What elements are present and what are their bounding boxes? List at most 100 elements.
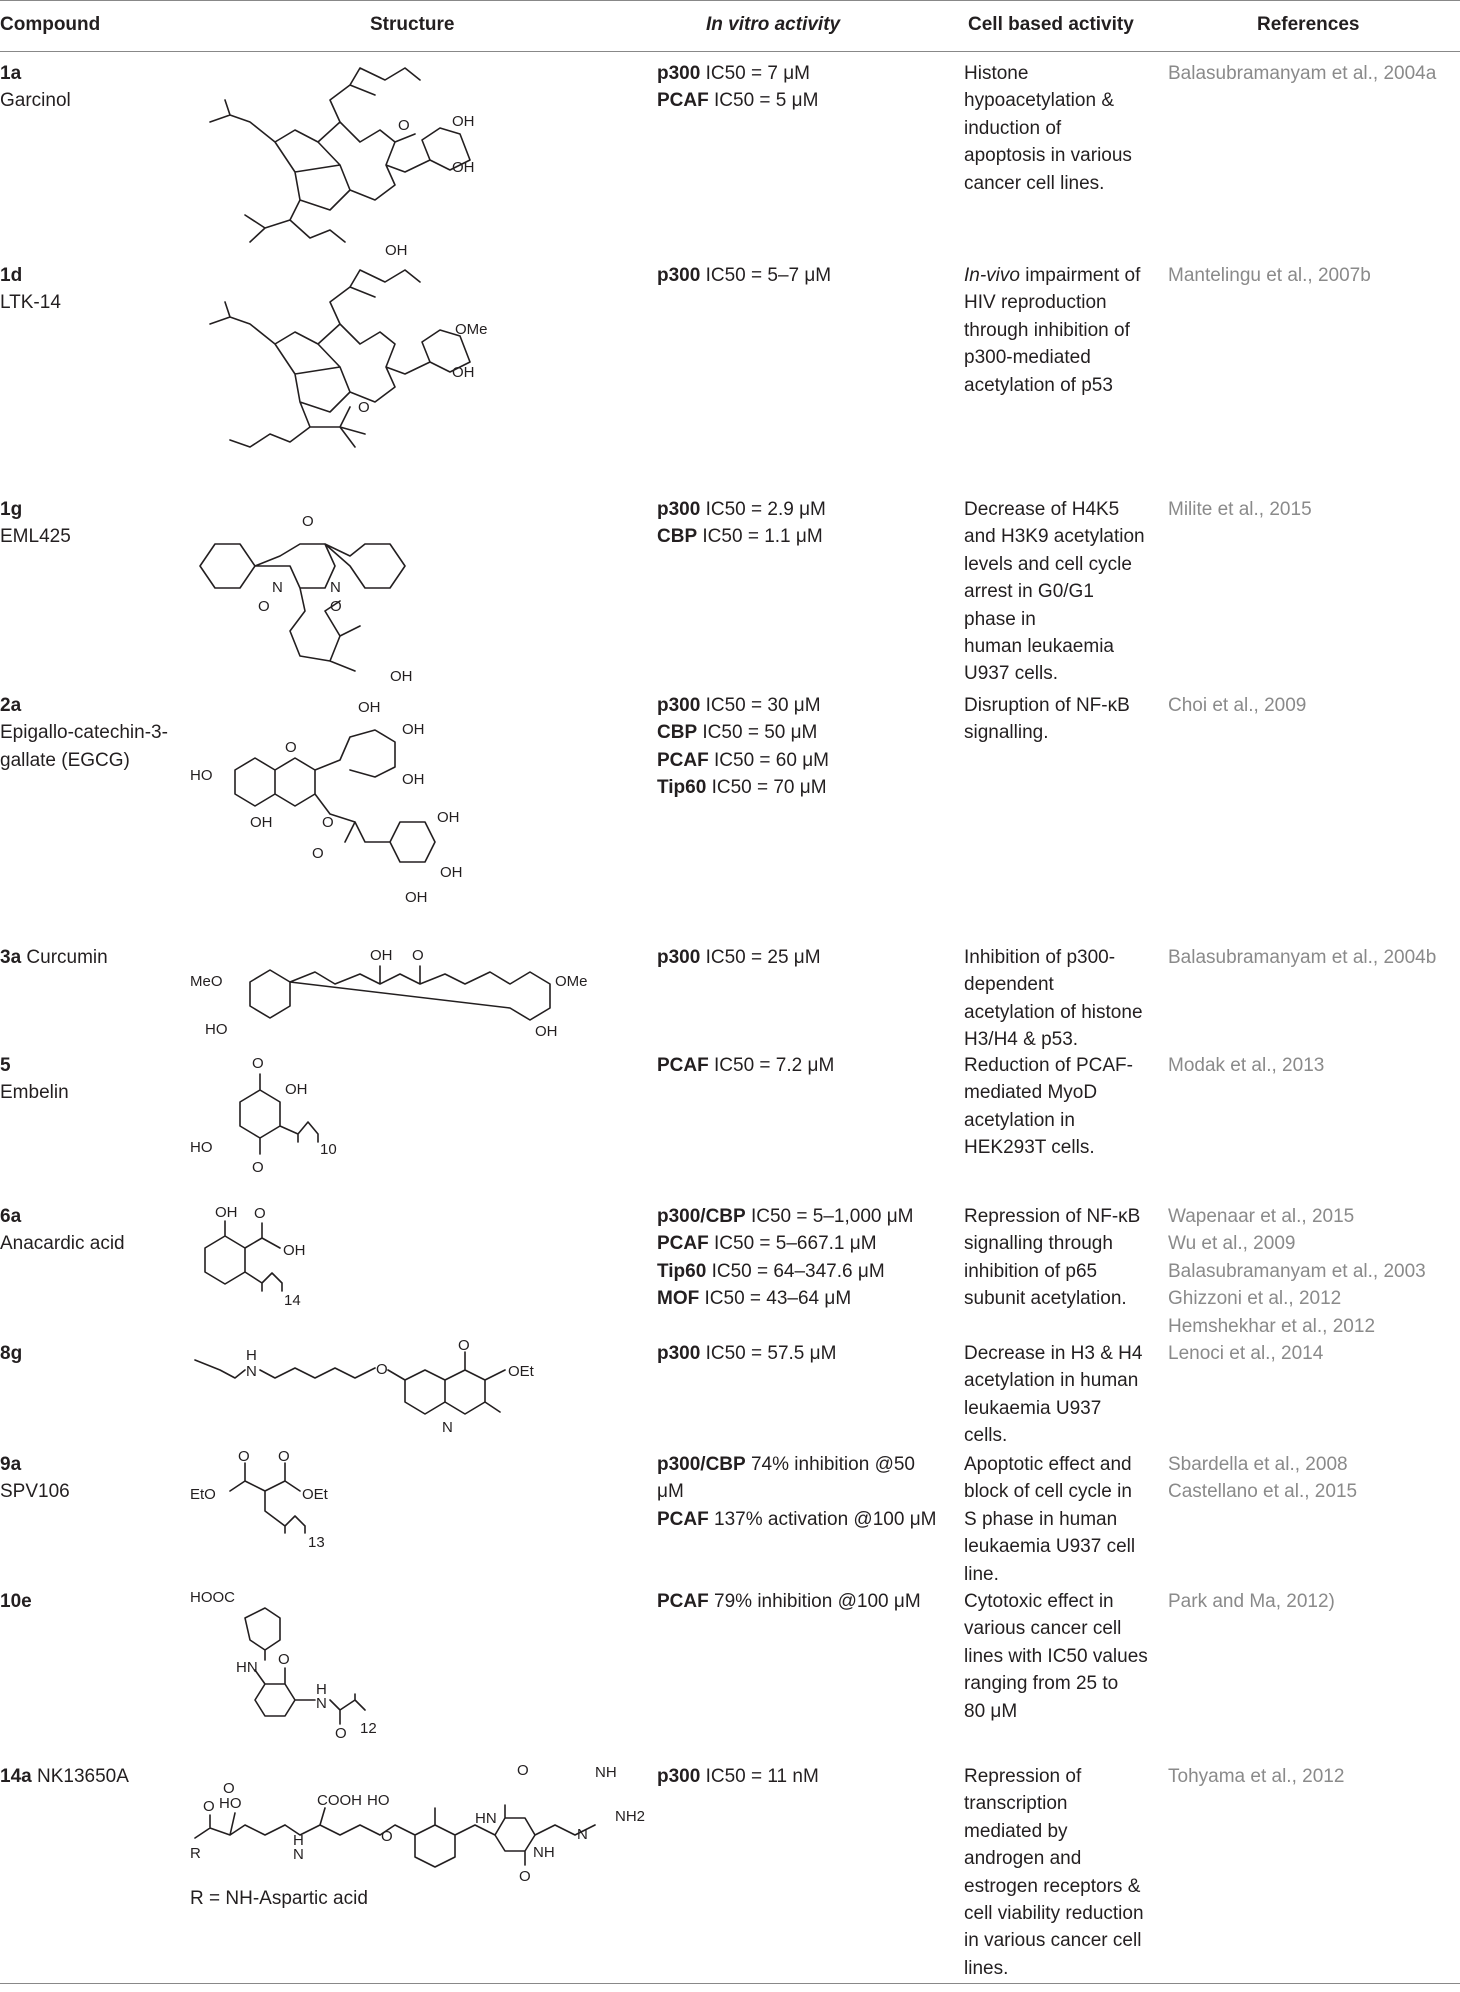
svg-text:COOH: COOH — [317, 1792, 362, 1809]
svg-text:O: O — [278, 1651, 290, 1668]
table-row: 1a Garcinol OH OH O OH p300 IC50 = 7 μM … — [0, 60, 1460, 259]
compound-cell: 5 Embelin — [0, 1055, 69, 1104]
svg-text:O: O — [252, 1159, 264, 1176]
svg-text:HN: HN — [475, 1810, 497, 1827]
reference-link[interactable]: Castellano et al., 2015 — [1168, 1481, 1358, 1503]
svg-text:H: H — [316, 1681, 327, 1698]
reference-link[interactable]: Balasubramanyam et al., 2004a — [1168, 63, 1437, 84]
reference-link[interactable]: Milite et al., 2015 — [1168, 499, 1312, 520]
reference-link[interactable]: Sbardella et al., 2008 — [1168, 1454, 1348, 1475]
reference-link[interactable]: Wapenaar et al., 2015 — [1168, 1206, 1355, 1227]
nk13650a-structure: R O HO O H N COOH HO O HN O NH O NH N NH… — [190, 1762, 645, 1885]
table-row: 2a Epigallo-catechin-3- gallate (EGCG) H… — [0, 692, 1460, 937]
svg-text:NH2: NH2 — [615, 1808, 645, 1825]
svg-text:O: O — [335, 1725, 347, 1742]
reference-link[interactable]: Hemshekhar et al., 2012 — [1168, 1315, 1376, 1337]
in-vitro-cell: p300 IC50 = 25 μM — [657, 947, 821, 968]
compound-cell: 1a Garcinol — [0, 60, 170, 115]
svg-text:O: O — [517, 1762, 529, 1779]
in-vitro-cell: p300 IC50 = 5–7 μM — [657, 265, 832, 286]
anacardic-acid-structure: OH O OH 14 — [204, 1204, 306, 1309]
label-oh: OH — [452, 113, 475, 130]
table-row: 5 Embelin O OH HO O 10 PCAF IC50 = 7.2 μ… — [0, 1052, 1460, 1202]
reference-cell: Choi et al., 2009 — [1168, 692, 1460, 719]
compound-cell: 9a SPV106 — [0, 1454, 70, 1503]
compound-id: 1a — [0, 63, 22, 84]
svg-text:13: 13 — [308, 1534, 325, 1551]
svg-text:EtO: EtO — [190, 1486, 216, 1503]
reference-cell: Mantelingu et al., 2007b — [1168, 262, 1460, 289]
svg-text:10: 10 — [320, 1141, 337, 1158]
garcinol-structure: OH OH O OH — [209, 67, 475, 259]
svg-text:12: 12 — [360, 1720, 377, 1737]
svg-text:OH: OH — [390, 668, 413, 685]
in-vitro-cell: PCAF IC50 = 7.2 μM — [657, 1055, 835, 1076]
reference-cell: Balasubramanyam et al., 2004a — [1168, 60, 1460, 87]
svg-text:OH: OH — [402, 721, 425, 738]
compound-cell: 3a Curcumin — [0, 947, 108, 968]
reference-cell: Tohyama et al., 2012 — [1168, 1763, 1460, 1790]
svg-text:OH: OH — [285, 1081, 308, 1098]
label-oh: OH — [385, 242, 408, 259]
activity-line: p300 IC50 = 7 μM — [657, 63, 811, 84]
svg-text:N: N — [316, 1695, 327, 1712]
reference-link[interactable]: Balasubramanyam et al., 2004b — [1168, 947, 1437, 968]
in-vitro-cell: p300 IC50 = 7 μM PCAF IC50 = 5 μM — [657, 60, 957, 115]
reference-link[interactable]: Mantelingu et al., 2007b — [1168, 265, 1371, 286]
svg-text:NH: NH — [595, 1764, 617, 1781]
reference-link[interactable]: Tohyama et al., 2012 — [1168, 1766, 1345, 1787]
svg-text:HO: HO — [190, 1139, 213, 1156]
svg-text:O: O — [258, 598, 270, 615]
embelin-structure: O OH HO O 10 — [190, 1055, 337, 1176]
table-header: Compound Structure In vitro activity Cel… — [0, 0, 1460, 52]
reference-link[interactable]: Modak et al., 2013 — [1168, 1055, 1325, 1076]
svg-text:OH: OH — [358, 699, 381, 716]
label-oh: OH — [452, 159, 475, 176]
svg-text:OH: OH — [370, 947, 393, 964]
svg-text:MeO: MeO — [190, 973, 223, 990]
svg-text:OH: OH — [452, 364, 475, 381]
table-row: 9a SPV106 O O EtO OEt 13 p300/CBP 74% in… — [0, 1448, 1460, 1591]
in-vitro-cell: p300 IC50 = 2.9 μM CBP IC50 = 1.1 μM — [657, 499, 826, 548]
table-row: 14a NK13650A R O HO O H N COOH HO O HN O… — [0, 1762, 1460, 1984]
in-vitro-cell: p300 IC50 = 30 μM CBP IC50 = 50 μM PCAF … — [657, 695, 829, 799]
svg-text:OMe: OMe — [555, 973, 588, 990]
svg-text:HN: HN — [236, 1659, 258, 1676]
ltk14-structure: OMe OH O — [209, 269, 488, 448]
svg-text:NH: NH — [533, 1844, 555, 1861]
egcg-structure: HO OH O OH OH OH O O OH OH OH — [190, 699, 463, 906]
svg-text:OH: OH — [440, 864, 463, 881]
reference-link[interactable]: Wu et al., 2009 — [1168, 1233, 1296, 1255]
svg-text:HOOC: HOOC — [190, 1589, 235, 1606]
reference-link[interactable]: Choi et al., 2009 — [1168, 695, 1307, 716]
svg-text:O: O — [238, 1448, 250, 1465]
in-vitro-cell: p300/CBP IC50 = 5–1,000 μM PCAF IC50 = 5… — [657, 1206, 914, 1310]
header-structure: Structure — [370, 14, 455, 35]
svg-text:OH: OH — [250, 814, 273, 831]
compound-name: Garcinol — [0, 90, 71, 112]
reference-cell: Milite et al., 2015 — [1168, 496, 1460, 523]
reference-link[interactable]: Lenoci et al., 2014 — [1168, 1343, 1324, 1364]
svg-text:OH: OH — [283, 1242, 306, 1259]
in-vitro-cell: p300 IC50 = 11 nM — [657, 1766, 819, 1787]
reference-link[interactable]: Ghizzoni et al., 2012 — [1168, 1288, 1342, 1310]
table-row: 1g EML425 O N N O O OH p300 IC50 = 2.9 μ… — [0, 496, 1460, 686]
svg-text:N: N — [330, 579, 341, 596]
svg-text:O: O — [330, 598, 342, 615]
table-row: 3a Curcumin MeO HO OH O OMe OH p300 IC50… — [0, 944, 1460, 1050]
compound-cell: 6a Anacardic acid — [0, 1206, 125, 1255]
svg-text:N: N — [293, 1846, 304, 1863]
svg-text:OH: OH — [405, 889, 428, 906]
svg-text:OH: OH — [402, 771, 425, 788]
svg-text:O: O — [285, 739, 297, 756]
reference-link[interactable]: Balasubramanyam et al., 2003 — [1168, 1260, 1426, 1282]
reference-link[interactable]: Park and Ma, 2012) — [1168, 1591, 1335, 1612]
